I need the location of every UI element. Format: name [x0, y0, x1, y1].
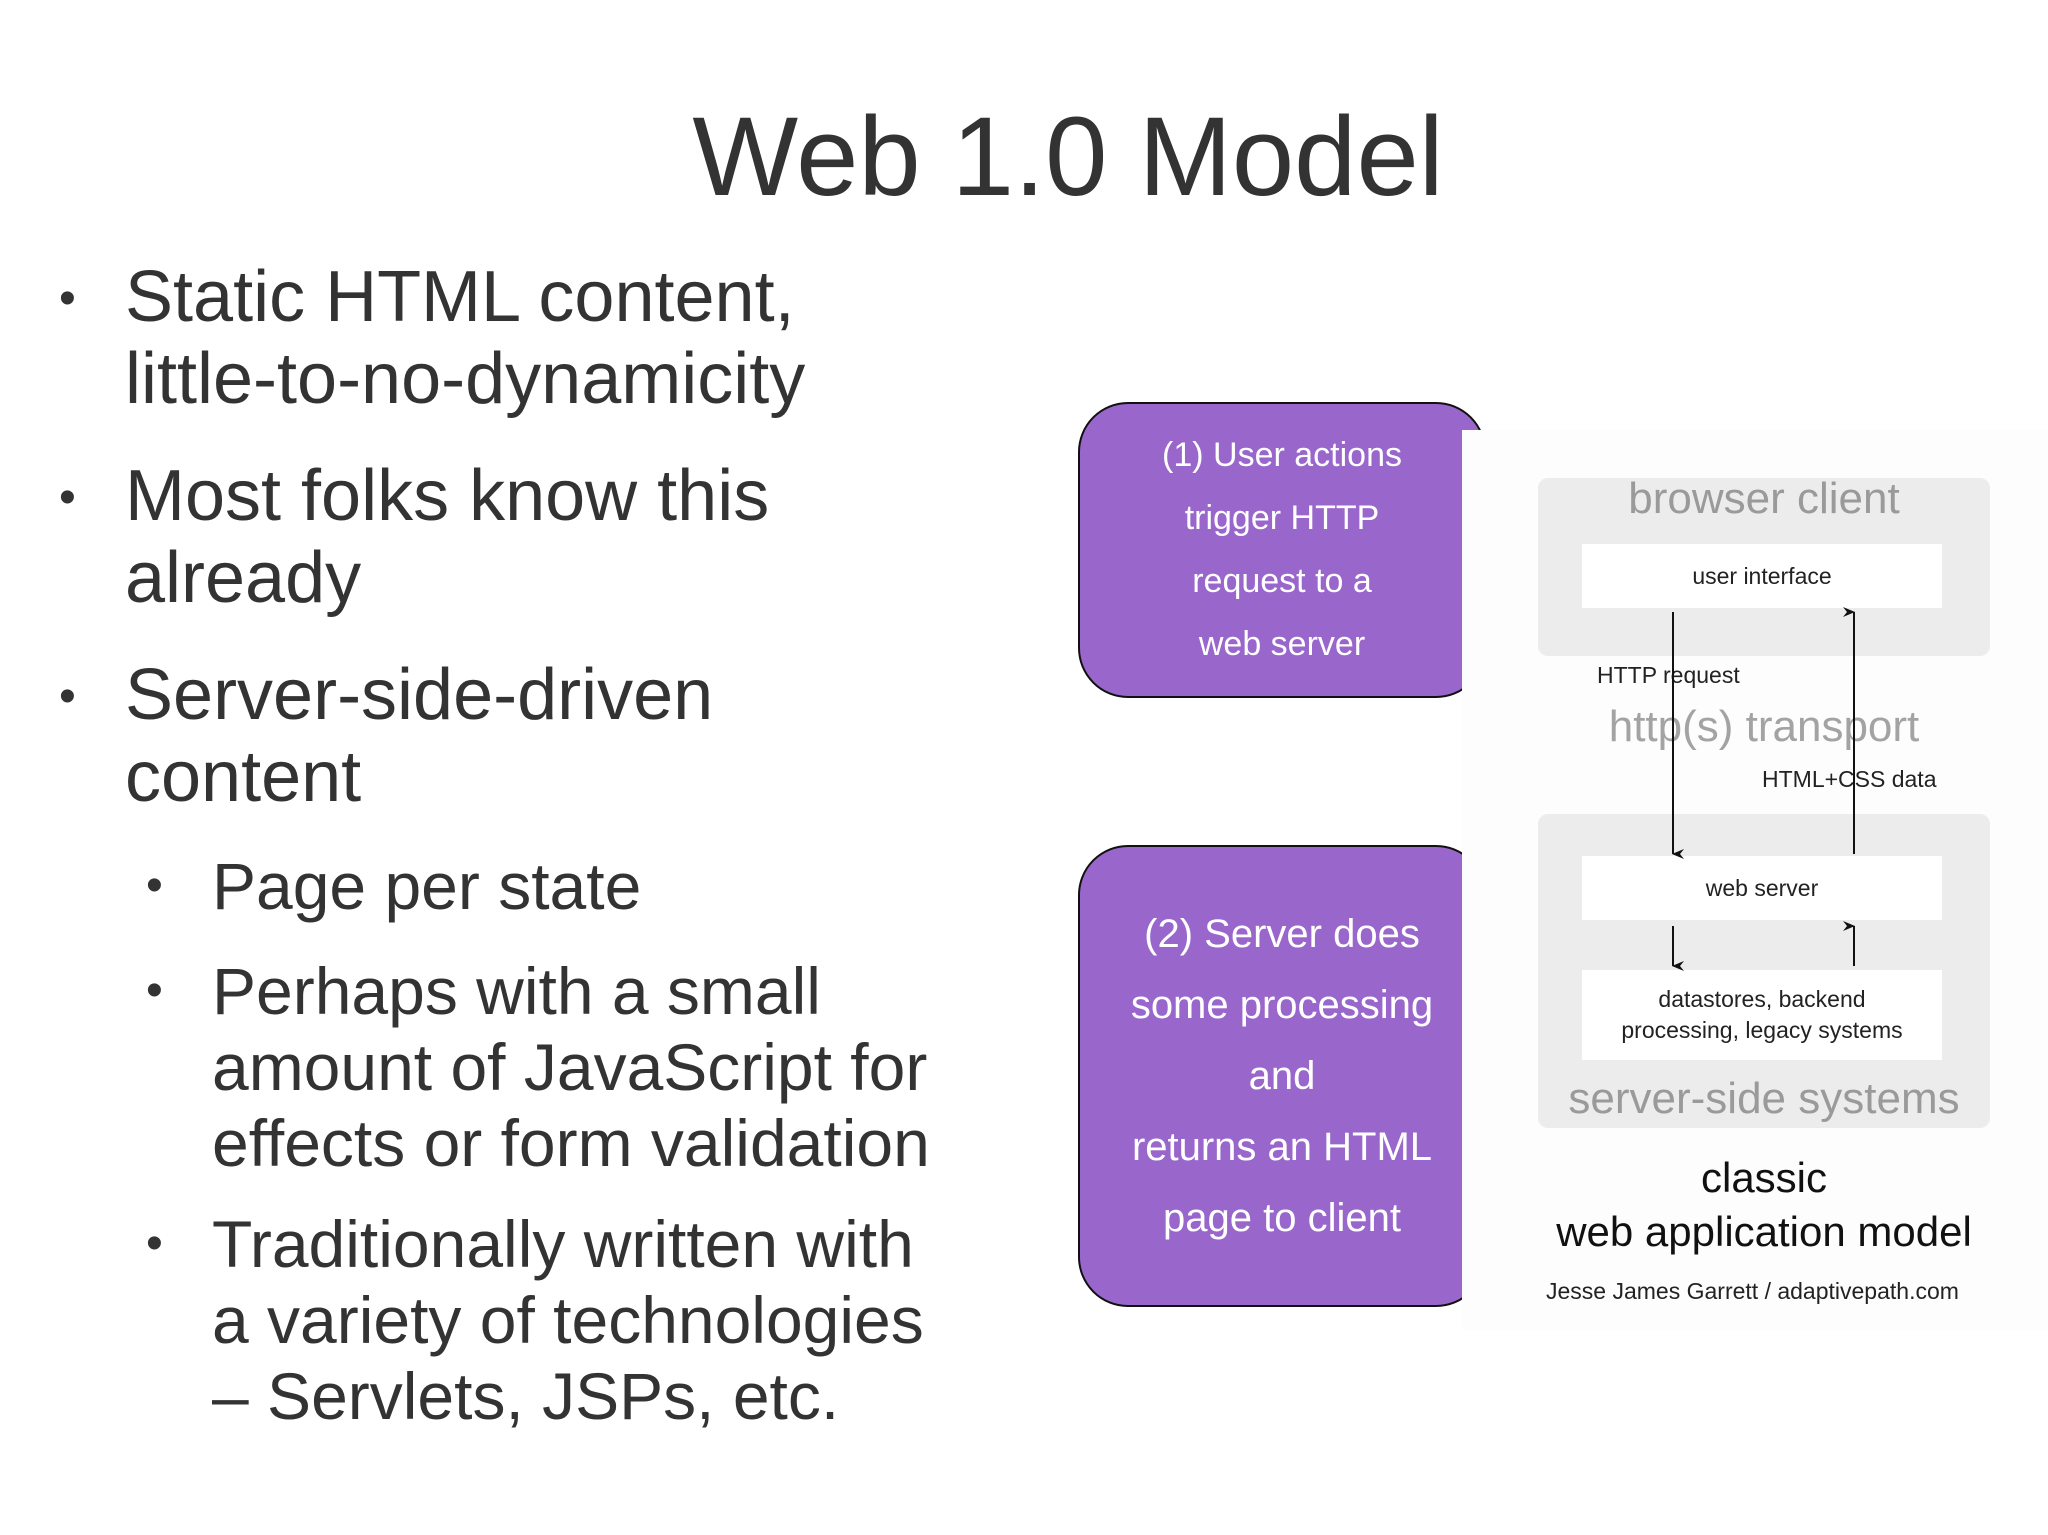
server-side-systems-label: server-side systems: [1568, 1074, 1960, 1123]
bullet-dot: •: [146, 1217, 163, 1270]
bullet-line: already: [125, 538, 362, 618]
bullet-dot: •: [59, 471, 76, 524]
bullet-line: little-to-no-dynamicity: [125, 339, 806, 419]
slide-title: Web 1.0 Model: [692, 94, 1444, 219]
browser-client-label: browser client: [1628, 474, 1900, 523]
callout-step-2: (2) Server does some processing and retu…: [1078, 845, 1486, 1307]
bullet-line: – Servlets, JSPs, etc.: [212, 1359, 840, 1433]
datastores-label: datastores, backend: [1658, 986, 1866, 1012]
callout-line: and: [1248, 1053, 1316, 1098]
bullet-dot: •: [146, 964, 163, 1017]
callout-step-1: (1) User actions trigger HTTP request to…: [1078, 402, 1486, 698]
datastores-label: processing, legacy systems: [1621, 1017, 1903, 1043]
bullet-item: • Server-side-driven content: [59, 654, 714, 818]
bullet-dot: •: [59, 670, 76, 723]
bullet-line: Page per state: [212, 849, 642, 923]
bullet-line: amount of JavaScript for: [212, 1030, 928, 1104]
callout-line: page to client: [1163, 1195, 1401, 1240]
bullet-line: Perhaps with a small: [212, 954, 821, 1028]
caption-line-1: classic: [1700, 1154, 1828, 1201]
flow-arrows: [1672, 607, 1855, 971]
bullet-line: Most folks know this: [125, 456, 770, 536]
callout-line: returns an HTML: [1131, 1124, 1433, 1169]
user-interface-label: user interface: [1692, 562, 1832, 589]
bullet-item: • Most folks know this already: [59, 455, 770, 619]
datastores-box: datastores, backend processing, legacy s…: [1582, 970, 1942, 1060]
web-server-label: web server: [1705, 874, 1819, 901]
web-server-box: web server: [1582, 856, 1942, 920]
callout-line: request to a: [1192, 562, 1372, 600]
web-app-model-diagram: browser client user interface HTTP reque…: [1462, 430, 2048, 1330]
transport-label: http(s) transport: [1608, 702, 1920, 751]
sub-bullet-item: • Traditionally written with a variety o…: [146, 1206, 924, 1434]
callout-line: some processing: [1130, 982, 1434, 1027]
bullet-line: a variety of technologies: [212, 1283, 924, 1357]
callout-line: trigger HTTP: [1184, 499, 1380, 537]
sub-bullet-item: • Perhaps with a small amount of JavaScr…: [146, 953, 930, 1181]
sub-bullet-item: • Page per state: [146, 848, 642, 924]
bullet-item: • Static HTML content, little-to-no-dyna…: [59, 256, 806, 420]
bullet-dot: •: [146, 859, 163, 912]
bullet-line: Traditionally written with: [212, 1207, 914, 1281]
user-interface-box: user interface: [1582, 544, 1942, 608]
callout-line: (2) Server does: [1144, 911, 1420, 956]
html-css-data-label: HTML+CSS data: [1762, 766, 1937, 792]
credit-text: Jesse James Garrett / adaptivepath.com: [1546, 1278, 1959, 1304]
caption-line-2: web application model: [1556, 1208, 1972, 1255]
callout-line: (1) User actions: [1162, 436, 1402, 474]
callout-line: web server: [1198, 625, 1366, 663]
bullet-line: effects or form validation: [212, 1106, 930, 1180]
http-request-label: HTTP request: [1597, 662, 1740, 688]
bullet-line: Static HTML content,: [125, 257, 795, 337]
bullet-line: Server-side-driven: [125, 655, 714, 735]
bullet-dot: •: [59, 272, 76, 325]
bullet-line: content: [125, 737, 362, 817]
